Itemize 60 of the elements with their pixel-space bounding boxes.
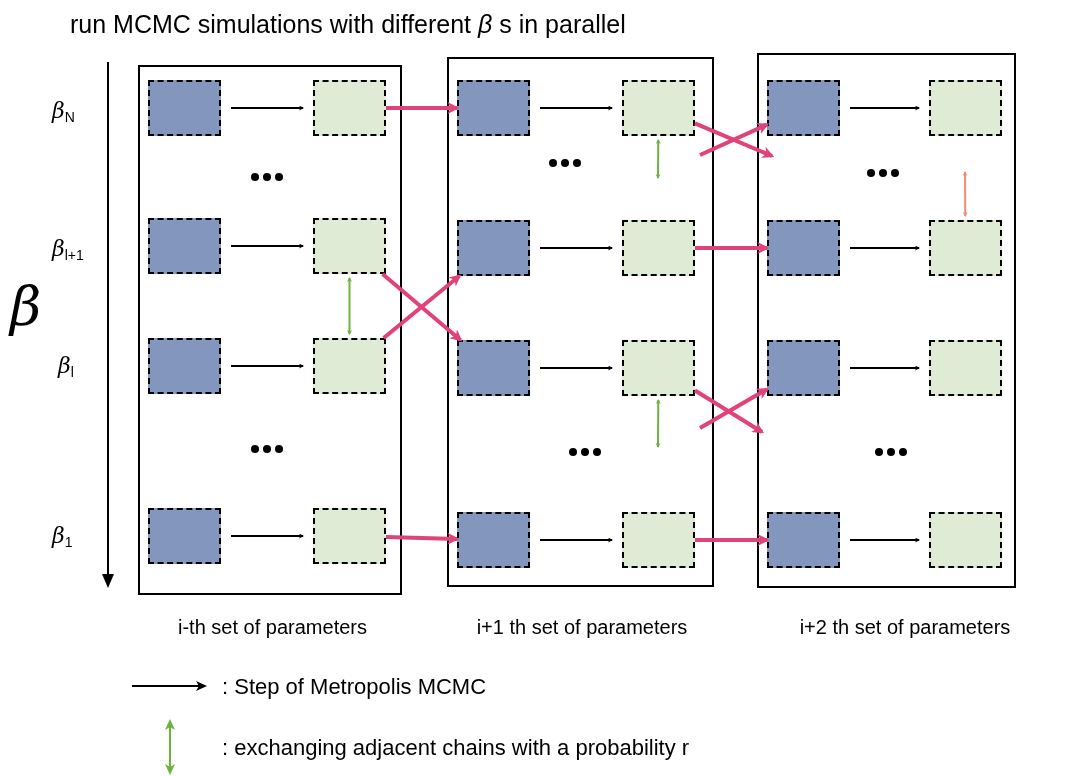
panel-caption: i+2 th set of parameters (798, 615, 1012, 640)
swap-arrow (386, 102, 460, 114)
state-box (929, 220, 1002, 276)
state-box (929, 80, 1002, 136)
state-box (313, 218, 386, 274)
state-box (767, 512, 840, 568)
swap-arrow (385, 532, 460, 545)
step-arrow (849, 245, 920, 251)
step-arrow (849, 537, 920, 543)
state-box (622, 512, 695, 568)
diagram-title: run MCMC simulations with different β s in parallel (70, 9, 626, 40)
step-arrow (849, 105, 920, 111)
swap-arrow (699, 387, 770, 430)
step-arrow (230, 533, 304, 539)
beta-label: β$_{N}$ (52, 100, 75, 122)
step-arrow (539, 245, 613, 251)
exchange-arrow (655, 399, 661, 448)
state-box (929, 340, 1002, 396)
step-arrow (539, 537, 613, 543)
state-box (622, 220, 695, 276)
step-arrow (539, 105, 613, 111)
swap-arrow (695, 534, 770, 546)
state-box (767, 80, 840, 136)
state-box (457, 512, 530, 568)
step-arrow (539, 365, 613, 371)
state-box (313, 80, 386, 136)
state-box (148, 218, 221, 274)
legend-text: : exchanging adjacent chains with a probability r (222, 733, 690, 762)
step-arrow (849, 365, 920, 371)
state-box (929, 512, 1002, 568)
exchange-arrow (655, 139, 661, 179)
state-box (148, 338, 221, 394)
state-box (767, 340, 840, 396)
step-arrow (230, 105, 304, 111)
panel-caption: i+1 th set of parameters (475, 615, 689, 640)
parameter-set-panel (447, 57, 714, 587)
beta-label: β (10, 280, 42, 334)
step-arrow (230, 363, 304, 369)
beta-label: β$_{l}$ (58, 355, 74, 377)
state-box (622, 80, 695, 136)
parameter-set-panel (757, 53, 1016, 588)
state-box (313, 508, 386, 564)
state-box (457, 80, 530, 136)
state-box (148, 508, 221, 564)
exchange-arrow (347, 277, 352, 335)
panel-caption: i-th set of parameters (177, 615, 368, 640)
parameter-set-panel (138, 65, 402, 595)
exchange-arrow (962, 171, 968, 217)
state-box (622, 340, 695, 396)
state-box (457, 220, 530, 276)
step-arrow (230, 243, 304, 249)
legend-text: : Step of Metropolis MCMC (222, 672, 487, 701)
state-box (148, 80, 221, 136)
swap-arrow (693, 388, 765, 434)
state-box (313, 338, 386, 394)
beta-label: β$_{1}$ (52, 525, 73, 547)
state-box (457, 340, 530, 396)
swap-arrow (695, 242, 770, 254)
beta-label: β$_{l+1}$ (52, 238, 84, 260)
state-box (767, 220, 840, 276)
